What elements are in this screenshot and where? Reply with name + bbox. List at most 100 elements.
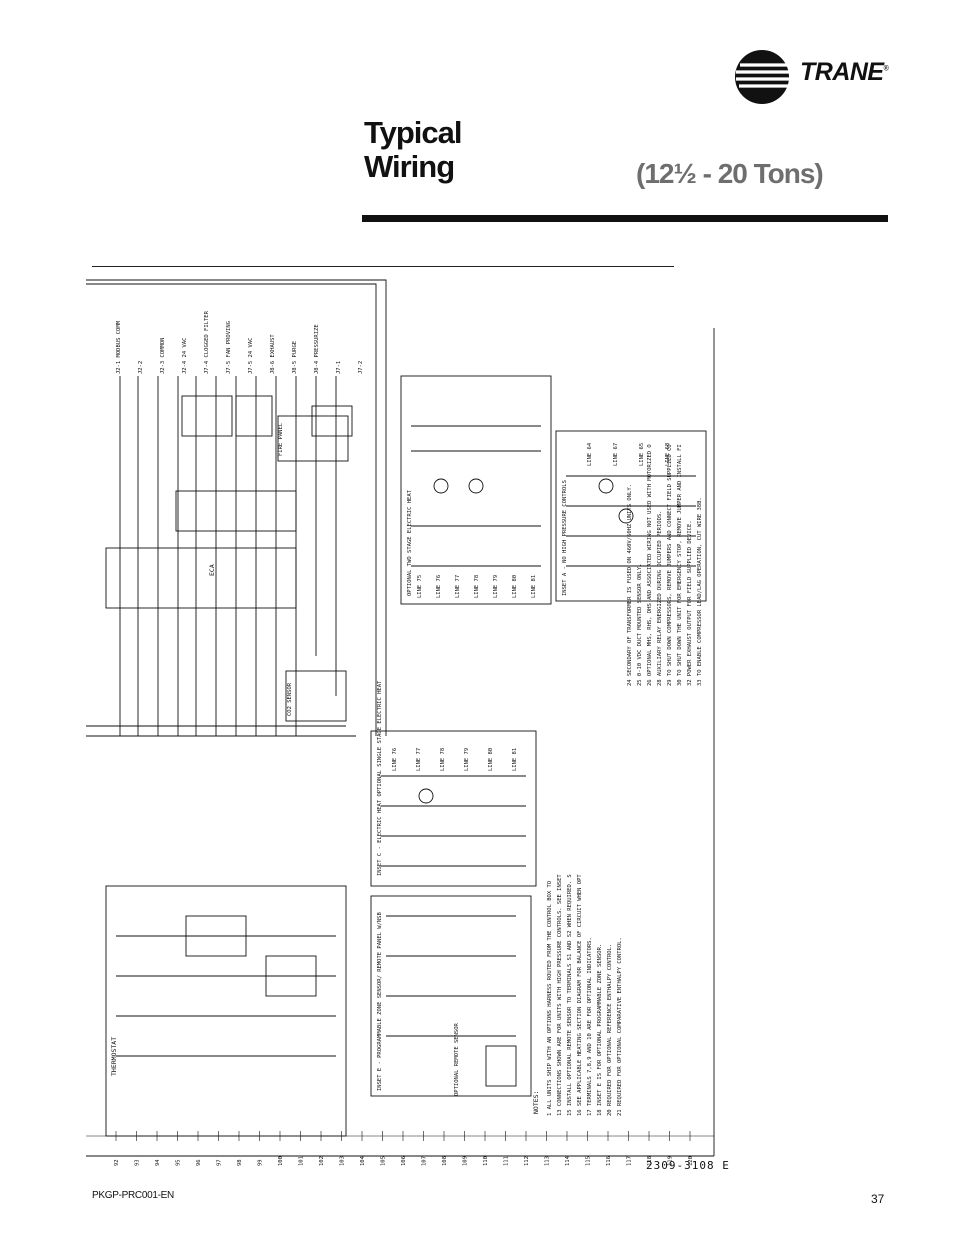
page-title: Typical Wiring (364, 115, 463, 184)
inset-c-line-label: LINE 78 (440, 748, 446, 771)
diagram-top-rule (92, 266, 674, 267)
terminal-label: J2-3 COMMON (160, 338, 166, 374)
inset-a-lines: LINE 64 LINE 67 LINE 65 LINE 68 (587, 442, 671, 466)
line-number: 109 (463, 1156, 469, 1166)
note-item: 33 TO ENABLE COMPRESSOR LEAD/LAG OPERATI… (697, 497, 703, 686)
inset-a-label: INSET A - NO HIGH PRESSURE CONTROLS (562, 480, 568, 596)
line-number: 100 (278, 1156, 284, 1166)
line-number: 97 (217, 1159, 223, 1166)
terminal-labels: J2-1 MODBUS COMM J2-2 J2-3 COMMON J2-4 24 V… (116, 310, 364, 374)
note-item: 28 AUXILIARY RELAY ENERGIZED DURING OCCU… (657, 511, 663, 687)
document-id: PKGP-PRC001-EN (92, 1190, 174, 1201)
note-item: 20 REQUIRED FOR OPTIONAL REFERENCE ENTHA… (607, 944, 613, 1116)
terminal-label: J7-2 (358, 361, 364, 374)
line-number: 108 (442, 1156, 448, 1166)
line-number: 111 (504, 1156, 510, 1166)
terminal-label: J8-5 PURGE (292, 341, 298, 374)
title-line-2: Wiring (364, 149, 455, 184)
line-number: 98 (237, 1159, 243, 1166)
line-number: 104 (360, 1155, 366, 1166)
note-item: 13 CONNECTIONS SHOWN ARE FOR UNITS WITH … (557, 874, 563, 1116)
thermostat-label: THERMOSTAT (110, 1037, 118, 1076)
co2-sensor-label: CO2 SENSOR (287, 682, 293, 716)
line-number: 113 (545, 1156, 551, 1166)
trane-logo-icon (735, 50, 792, 104)
drawing-number: 2309-3108 E (646, 1159, 730, 1172)
two-stage-line-label: LINE 81 (531, 575, 537, 598)
wiring-diagram: ECA THERMOSTAT INSET A - NO HIGH PRESSUR… (86, 279, 715, 1166)
terminal-label: J7-1 (336, 361, 342, 374)
terminal-label: J8-4 PRESSURIZE (314, 324, 320, 374)
note-item: 32 POWER EXHAUST OUTPUT FOR FIELD SUPPLI… (687, 520, 693, 686)
note-item: 30 TO SHUT DOWN THE UNIT FOR EMERGENCY S… (677, 444, 683, 686)
line-number: 110 (483, 1156, 489, 1166)
line-number: 106 (401, 1156, 407, 1166)
inset-c-label: INSET C - ELECTRIC HEAT OPTIONAL SINGLE … (377, 680, 383, 876)
title-line-1: Typical (364, 115, 463, 150)
terminal-label: J7-4 CLOGGED FILTER (204, 310, 210, 374)
note-item: 24 SECONDARY OF TRANSFORMER IS FUSED ON … (627, 484, 633, 686)
note-item: 26 OPTIONAL MHS, RHS, DHS AND ASSOCIATED… (647, 444, 653, 686)
line-number: 120 (688, 1156, 694, 1166)
two-stage-lines: LINE 75 LINE 76 LINE 77 LINE 78 LINE 79 LINE … (417, 575, 537, 598)
line-number: 107 (422, 1156, 428, 1166)
note-item: 25 0-10 VDC DUCT MOUNTED SENSOR ONLY. (637, 563, 643, 686)
two-stage-line-label: LINE 76 (436, 575, 442, 598)
line-number: 103 (340, 1156, 346, 1166)
inset-a-line-label: LINE 67 (613, 443, 619, 466)
page-subtitle: (12½ - 20 Tons) (636, 158, 824, 189)
line-number: 118 (647, 1156, 653, 1166)
terminal-label: J7-5 FAN PROVING (226, 321, 232, 374)
line-number: 92 (114, 1159, 120, 1166)
line-number: 99 (258, 1159, 264, 1166)
line-number: 119 (668, 1156, 674, 1166)
eca-label: ECA (208, 564, 216, 576)
line-number: 115 (586, 1156, 592, 1166)
inset-a-line-label: LINE 65 (639, 443, 645, 466)
fire-panel-label: FIRE PANEL (278, 422, 284, 456)
inset-a-line-label: LINE 68 (665, 443, 671, 466)
line-number: 117 (627, 1156, 633, 1166)
two-stage-heat-label: OPTIONAL TWO STAGE ELECTRIC HEAT (407, 489, 413, 596)
two-stage-line-label: LINE 79 (493, 575, 499, 598)
inset-c-line-label: LINE 79 (464, 748, 470, 771)
brand-wordmark: TRANE® (800, 58, 889, 86)
line-number: 93 (135, 1159, 141, 1166)
inset-e-label: INSET E - PROGRAMMABLE ZONE SENSOR/ REMO… (377, 912, 383, 1091)
inset-c-line-label: LINE 80 (488, 748, 494, 771)
two-stage-line-label: LINE 80 (512, 575, 518, 598)
line-number: 105 (381, 1156, 387, 1166)
line-number: 116 (606, 1156, 612, 1166)
remote-sensor-label: OPTIONAL REMOTE SENSOR (454, 1022, 460, 1096)
line-number: 102 (319, 1156, 325, 1166)
inset-c-line-label: LINE 81 (512, 748, 518, 771)
line-number: 114 (565, 1155, 571, 1166)
two-stage-line-label: LINE 78 (474, 575, 480, 598)
terminal-label: J7-5 24 VAC (248, 338, 254, 374)
line-number: 101 (299, 1156, 305, 1166)
line-number: 95 (176, 1159, 182, 1166)
notes-label: NOTES: (532, 1091, 540, 1114)
page-number: 37 (871, 1192, 885, 1206)
terminal-label: J2-1 MODBUS COMM (116, 320, 122, 374)
line-number: 94 (155, 1159, 161, 1166)
header-rule (362, 215, 888, 222)
terminal-label: J2-4 24 VAC (182, 338, 188, 374)
note-item: 17 TERMINALS 7,8,9 AND 10 ARE FOR OPTION… (587, 937, 593, 1116)
line-number: 112 (524, 1156, 530, 1166)
note-item: 16 SEE APPLICABLE HEATING SECTION DIAGRA… (577, 874, 583, 1116)
inset-c-line-label: LINE 77 (416, 748, 422, 771)
inset-a-line-label: LINE 64 (587, 442, 593, 466)
note-item: 1 ALL UNITS SHIP WITH AN OPTIONS HARNESS… (547, 881, 553, 1116)
note-item: 29 TO SHUT DOWN COMPRESSORS, REMOVE JUMP… (667, 444, 673, 686)
note-item: 21 REQUIRED FOR OPTIONAL COMPARATIVE ENT… (617, 937, 623, 1116)
notes: 1 ALL UNITS SHIP WITH AN OPTIONS HARNESS… (547, 444, 703, 1116)
note-item: 18 INSET E IS FOR OPTIONAL PROGRAMMABLE … (597, 944, 603, 1116)
terminal-label: J8-6 EXHAUST (270, 334, 276, 374)
note-item: 15 INSTALL OPTIONAL REMOTE SENSOR TO TER… (567, 874, 573, 1116)
terminal-label: J2-2 (138, 361, 144, 374)
two-stage-line-label: LINE 75 (417, 575, 423, 598)
two-stage-line-label: LINE 77 (455, 575, 461, 598)
